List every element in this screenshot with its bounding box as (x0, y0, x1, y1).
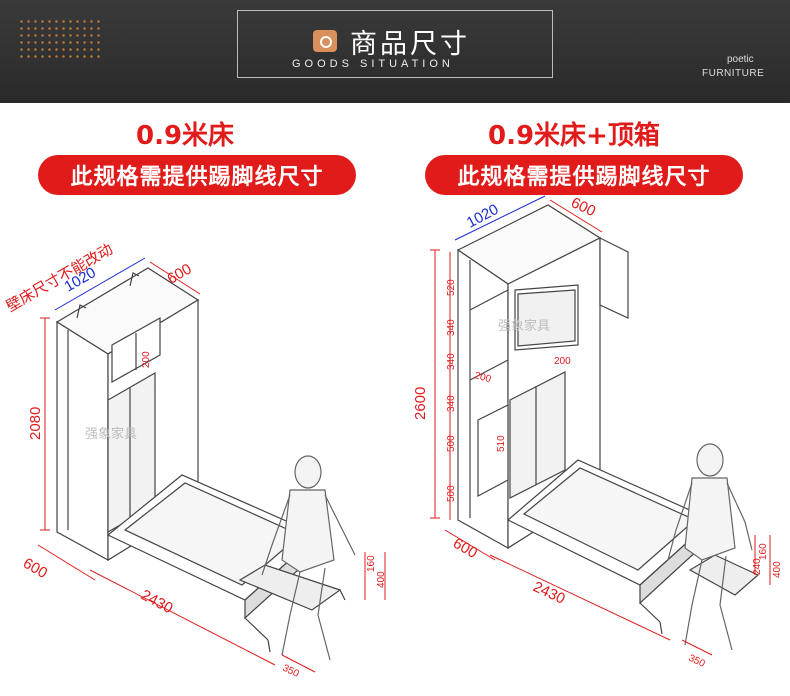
right-model-title: 0.9米床+顶箱 (488, 121, 660, 151)
right-dim-door: 510 (496, 435, 507, 452)
camera-icon (313, 30, 337, 52)
right-dim-seg3: 340 (446, 353, 457, 370)
left-dim-height: 2080 (27, 407, 44, 440)
right-dim-shelf-b: 200 (473, 370, 492, 385)
section-subtitle: GOODS SITUATION (292, 58, 454, 70)
left-human-figure (261, 455, 356, 661)
brand-line-2: FURNITURE (702, 68, 765, 79)
right-dim-depth-base: 600 (450, 535, 480, 562)
right-dim-seat-h1: 160 (758, 543, 769, 560)
right-dim-seat-h2: 400 (772, 561, 783, 578)
left-note-pill: 此规格需提供踢脚线尺寸 (38, 155, 356, 195)
right-dim-seat-h0: 240 (752, 558, 763, 575)
left-dim-seat-h1: 160 (366, 555, 377, 572)
right-dim-seg5: 500 (446, 435, 457, 452)
left-dim-seat-h2: 400 (376, 571, 387, 588)
right-dim-seat-w: 350 (687, 653, 707, 670)
right-dim-length: 2430 (530, 578, 567, 608)
right-dim-seg1: 520 (446, 279, 457, 296)
right-dim-depth-top: 600 (568, 194, 598, 220)
left-dim-length: 2430 (138, 587, 175, 618)
left-watermark: 强象家具 (85, 426, 137, 442)
right-dim-seg2: 340 (446, 319, 457, 336)
right-human-figure (667, 443, 753, 651)
right-note-pill: 此规格需提供踢脚线尺寸 (425, 155, 743, 195)
right-dim-seg6: 500 (446, 485, 457, 502)
title-frame (237, 10, 553, 78)
section-title: 商品尺寸 (350, 29, 470, 60)
right-cabinet (456, 204, 629, 550)
header-banner: 商品尺寸 GOODS SITUATION poetic FURNITURE (0, 0, 790, 103)
left-dim-depth-base: 600 (20, 555, 50, 582)
left-model-title: 0.9米床 (136, 121, 235, 151)
brand-line-1: poetic (727, 54, 754, 65)
left-bed (106, 474, 346, 653)
right-dim-seg4: 340 (446, 395, 457, 412)
decorative-dots (18, 18, 100, 58)
left-dim-shelf: 200 (141, 351, 152, 368)
right-dim-shelf-a: 200 (554, 356, 571, 367)
left-dim-seat-w: 350 (281, 663, 301, 680)
right-watermark: 强象家具 (498, 318, 550, 334)
right-dim-height: 2600 (412, 387, 429, 420)
